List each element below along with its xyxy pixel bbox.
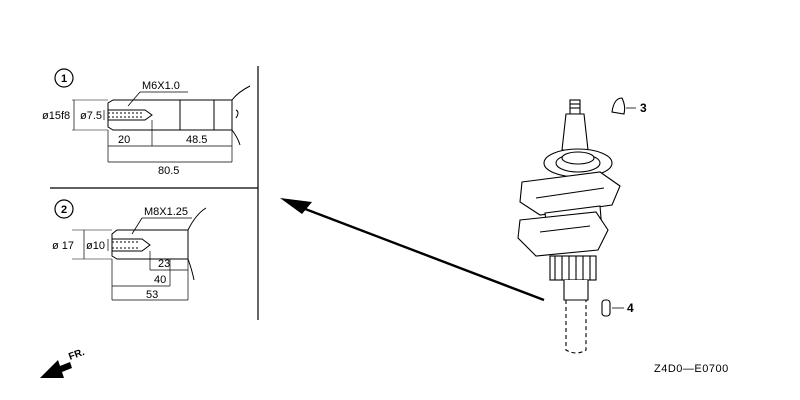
callout-3: 3	[640, 101, 647, 115]
detail-1-dim-mid: 48.5	[186, 134, 207, 146]
detail-1-outer-diameter: ø15f8	[42, 110, 70, 122]
detail-2-marker-label: 2	[61, 204, 67, 216]
woodruff-key-3: 3	[611, 97, 647, 115]
detail-1-dim-total: 80.5	[158, 165, 179, 177]
front-arrow-icon: FR.	[40, 347, 86, 378]
detail-2: 2 M8X1.25 ø 17 ø10 23 40 53	[52, 199, 207, 301]
detail-2-dim-total: 53	[146, 289, 158, 301]
front-indicator-label: FR.	[67, 347, 86, 363]
detail-1-inner-diameter: ø7.5	[80, 110, 102, 122]
detail-1-marker-label: 1	[61, 73, 67, 85]
detail-1-length-dims	[107, 120, 233, 163]
detail-2-length-dims	[111, 251, 189, 301]
detail-2-inner-diameter: ø10	[86, 240, 105, 252]
detail-frame	[50, 66, 259, 320]
pointer-arrow-icon	[280, 198, 545, 302]
detail-1: 1 M6X1.0 ø15f8 ø7.5	[42, 68, 251, 177]
detail-2-marker	[54, 199, 74, 219]
detail-1-dim-short: 20	[118, 134, 130, 146]
detail-1-thread-label: M6X1.0	[142, 80, 180, 92]
detail-1-marker	[54, 68, 74, 88]
detail-2-outer-diameter: ø 17	[52, 240, 74, 252]
crankshaft-illustration	[517, 99, 621, 354]
detail-2-thread-label: M8X1.25	[144, 206, 188, 218]
detail-2-dim-short: 23	[158, 258, 170, 270]
key-4: 4	[601, 299, 634, 317]
detail-2-dim-mid: 40	[154, 274, 166, 286]
drawing-code: Z4D0—E0700	[654, 363, 729, 375]
callout-4: 4	[627, 301, 634, 315]
